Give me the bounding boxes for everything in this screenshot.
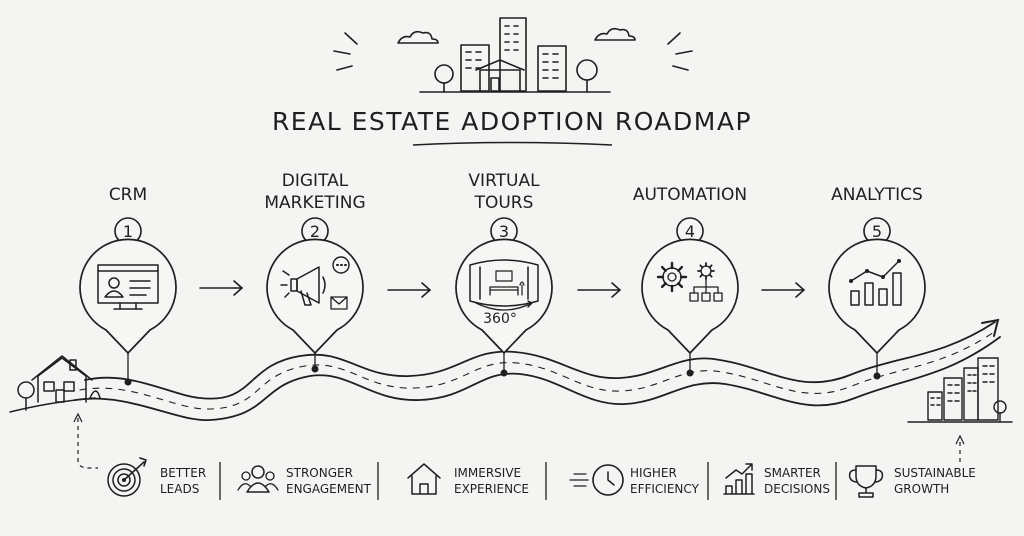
stage-4: AUTOMATION 4 (633, 185, 747, 377)
start-dashed-arrow (73, 412, 98, 469)
destination-city-illustration (907, 357, 1013, 423)
page-title: REAL ESTATE ADOPTION ROADMAP (272, 107, 752, 136)
stage-label: TOURS (474, 193, 534, 213)
step-arrow-4-5 (761, 282, 806, 298)
trophy-icon (848, 465, 884, 498)
stage-label: MARKETING (264, 193, 365, 213)
benefit-line-1: SUSTAINABLE (894, 466, 976, 480)
benefit-line-1: BETTER (160, 466, 206, 480)
benefit-2: STRONGER ENGAGEMENT (237, 465, 372, 496)
gears-flowchart-icon (656, 261, 723, 302)
benefit-line-2: DECISIONS (764, 482, 830, 496)
location-pin (828, 238, 926, 354)
step-number: 1 (123, 222, 133, 241)
benefit-line-2: GROWTH (894, 482, 949, 496)
stage-5: ANALYTICS 5 (828, 185, 926, 380)
people-icon (237, 465, 279, 493)
megaphone-icon (280, 256, 350, 310)
benefit-line-1: SMARTER (764, 466, 821, 480)
title-underline (412, 141, 613, 146)
growth-chart-icon (723, 463, 755, 495)
stage-label: DIGITAL (282, 171, 349, 191)
step-arrow-3-4 (577, 282, 622, 298)
benefit-line-2: EXPERIENCE (454, 482, 529, 496)
road-marker-dot (311, 365, 319, 373)
stage-label: VIRTUAL (468, 171, 540, 191)
benefit-6: SUSTAINABLE GROWTH (848, 465, 976, 498)
road-marker-dot (124, 378, 132, 386)
road-marker-dot (873, 372, 881, 380)
benefit-4: HIGHER EFFICIENCY (569, 464, 700, 496)
road-marker-dot (500, 369, 508, 377)
benefit-line-1: STRONGER (286, 466, 353, 480)
benefit-line-1: IMMERSIVE (454, 466, 521, 480)
end-dashed-arrow (955, 434, 965, 462)
stage-label: ANALYTICS (831, 185, 923, 205)
stage-label: AUTOMATION (633, 185, 747, 205)
crm-monitor-icon (97, 264, 159, 310)
step-arrow-1-2 (199, 280, 244, 296)
step-number: 4 (685, 222, 695, 241)
step-arrows (199, 280, 806, 298)
benefit-1: BETTER LEADS (107, 457, 206, 497)
step-arrow-2-3 (387, 282, 432, 298)
winding-road (74, 318, 1001, 421)
benefit-5: SMARTER DECISIONS (723, 463, 830, 496)
clock-icon (569, 464, 624, 496)
benefit-3: IMMERSIVE EXPERIENCE (407, 463, 529, 496)
location-pin (79, 238, 177, 354)
step-number: 5 (872, 222, 882, 241)
target-icon (107, 457, 147, 497)
stage-1: CRM 1 (79, 185, 177, 386)
benefit-line-2: LEADS (160, 482, 199, 496)
tour-360-label: 360° (483, 311, 517, 327)
house-icon (407, 463, 441, 495)
benefit-line-1: HIGHER (630, 466, 677, 480)
benefit-line-2: ENGAGEMENT (286, 482, 372, 496)
benefit-line-2: EFFICIENCY (630, 482, 700, 496)
bar-chart-trend-icon (849, 259, 902, 306)
stage-label: CRM (109, 185, 147, 205)
road-marker-dot (686, 369, 694, 377)
header-skyline-illustration (333, 17, 693, 93)
step-number: 2 (310, 222, 320, 241)
virtual-tour-360-icon (469, 259, 539, 311)
step-number: 3 (499, 222, 509, 241)
location-pin (266, 238, 364, 354)
starting-house-illustration (9, 355, 101, 413)
